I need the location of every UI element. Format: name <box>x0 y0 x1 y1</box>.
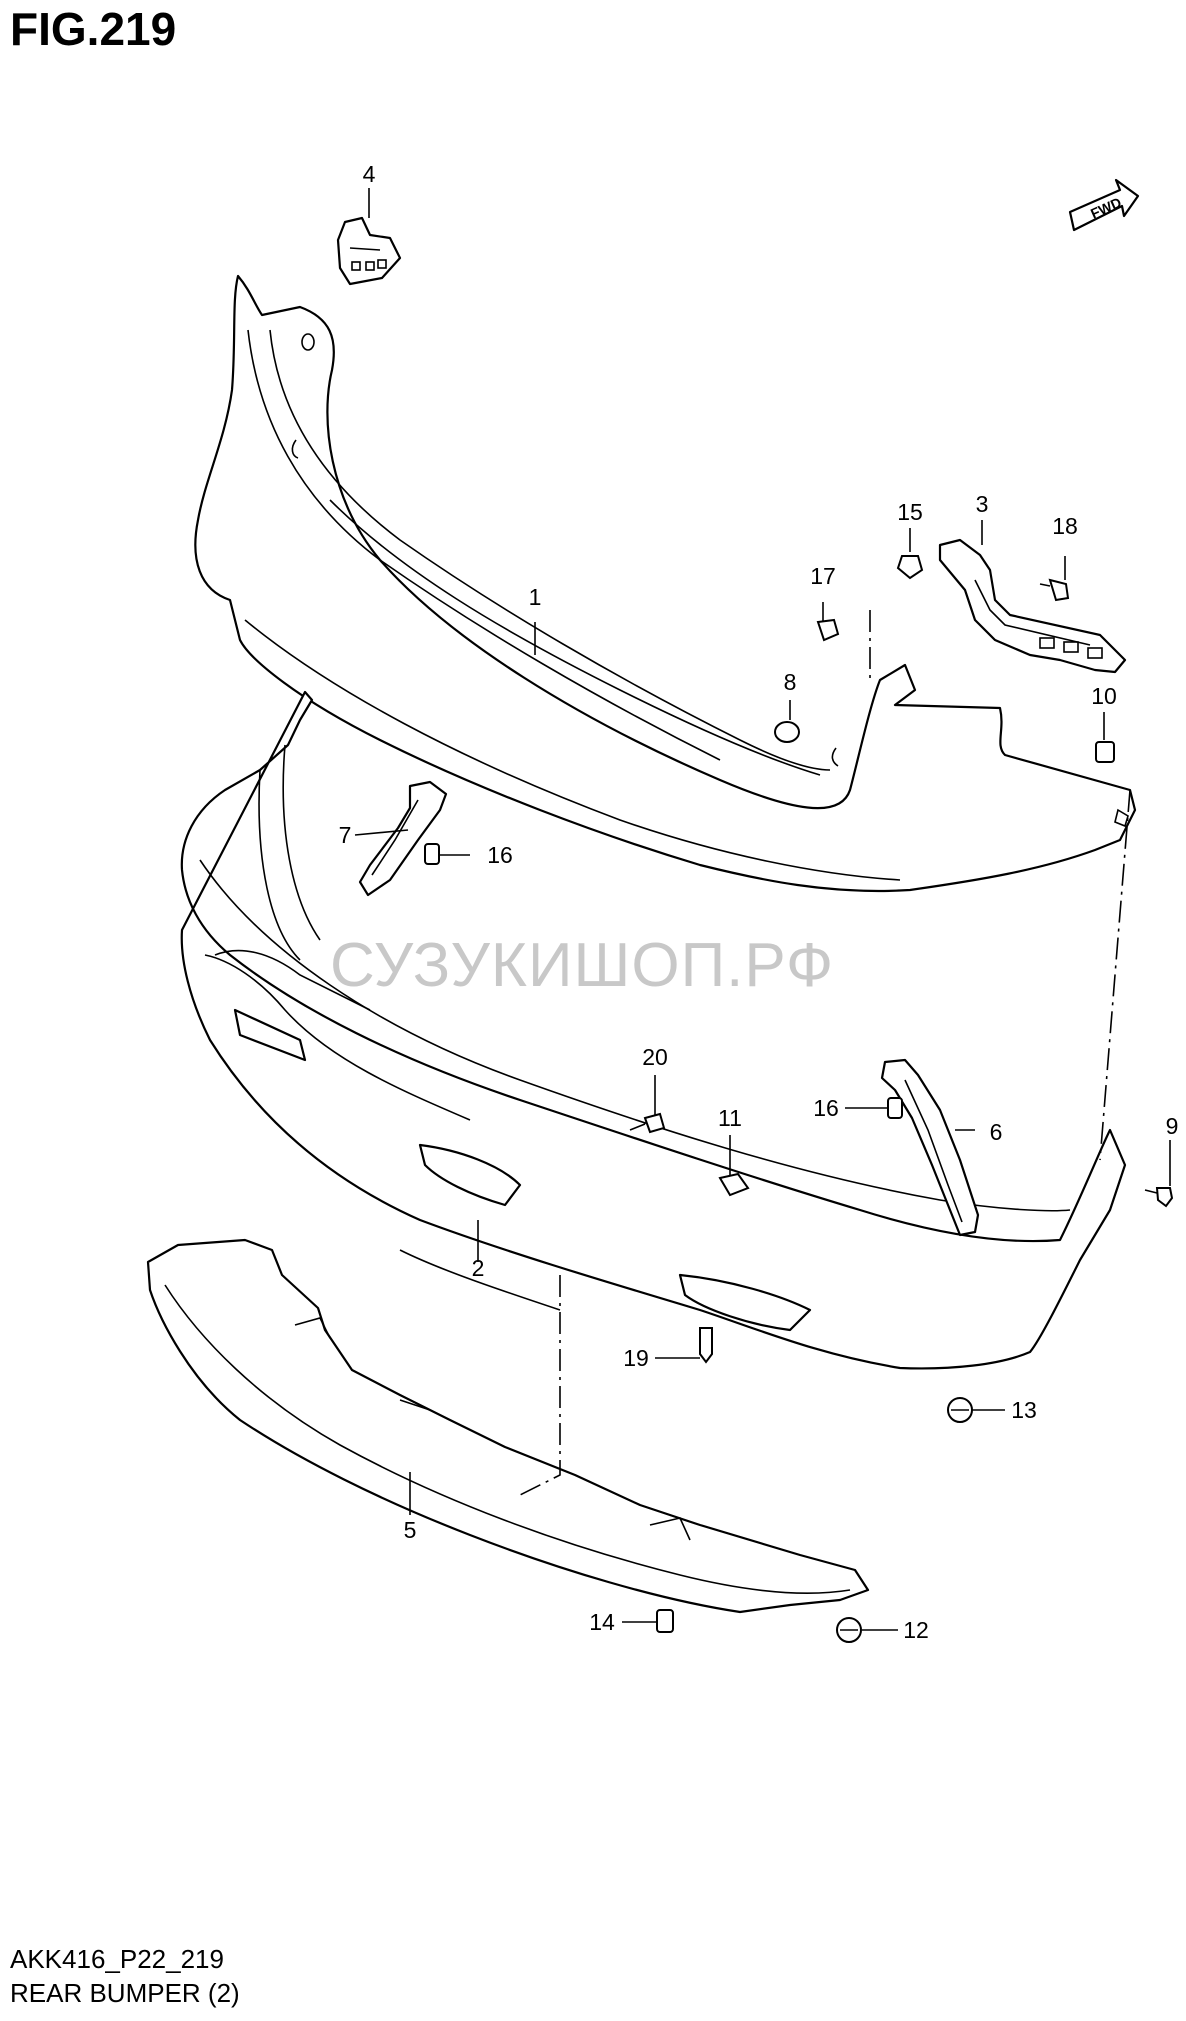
figure-caption: REAR BUMPER (2) <box>10 1978 240 2008</box>
callout-14: 14 <box>589 1609 615 1635</box>
part-7-left-stay[interactable] <box>358 780 448 897</box>
part-5-under-cover[interactable] <box>146 1238 870 1614</box>
part-16-bolt-left[interactable] <box>424 843 440 865</box>
part-10-nut[interactable] <box>1095 741 1115 763</box>
part-9-screw[interactable] <box>1144 1187 1174 1208</box>
part-8-plug[interactable] <box>774 721 800 743</box>
fwd-direction-arrow: FWD <box>1068 178 1140 232</box>
callout-9: 9 <box>1166 1113 1179 1139</box>
part-3-side-bracket[interactable] <box>938 538 1127 674</box>
figure-title: FIG.219 <box>10 3 177 55</box>
part-1-bumper-upper-cover[interactable] <box>194 274 1137 893</box>
part-20-screw[interactable] <box>629 1112 666 1134</box>
callout-1: 1 <box>529 584 542 610</box>
callout-5: 5 <box>404 1517 417 1543</box>
callout-labels: 4 1 3 15 18 17 8 10 7 16 20 16 11 6 9 2 … <box>339 161 1179 1643</box>
callout-12: 12 <box>903 1617 929 1643</box>
part-19-screw[interactable] <box>1039 578 1070 602</box>
callout-6: 6 <box>990 1119 1003 1145</box>
callout-15: 15 <box>897 499 923 525</box>
part-12-clip[interactable] <box>836 1617 862 1643</box>
part-13-clip[interactable] <box>947 1397 973 1423</box>
part-17-bolt[interactable] <box>816 618 840 642</box>
part-11-clip[interactable] <box>718 1172 750 1197</box>
callout-7: 7 <box>339 822 352 848</box>
part-6-right-stay[interactable] <box>880 1058 980 1237</box>
callout-19: 18 <box>1052 513 1078 539</box>
callout-3: 3 <box>976 491 989 517</box>
part-4-retainer[interactable] <box>336 216 402 286</box>
callout-16-left: 16 <box>487 842 513 868</box>
fwd-label: FWD <box>1088 194 1124 222</box>
callout-11: 11 <box>718 1105 742 1131</box>
part-14-bolt[interactable] <box>656 1609 674 1633</box>
callout-17: 17 <box>810 563 836 589</box>
callout-4: 4 <box>363 161 376 187</box>
callout-20: 20 <box>642 1044 668 1070</box>
figure-code: AKK416_P22_219 <box>10 1944 224 1974</box>
part-15-bolt[interactable] <box>896 555 924 580</box>
watermark: СУЗУКИШОП.РФ <box>330 931 835 1000</box>
part-2-bumper-lower-cover[interactable] <box>180 690 1127 1370</box>
callout-8: 8 <box>784 669 797 695</box>
callout-16-right: 16 <box>813 1095 839 1121</box>
callout-13: 13 <box>1011 1397 1037 1423</box>
alignment-lines <box>519 610 1131 1496</box>
callout-2: 2 <box>472 1255 485 1281</box>
part-18-screw[interactable] <box>699 1327 713 1364</box>
part-16-bolt-right[interactable] <box>887 1097 903 1119</box>
callout-18: 19 <box>623 1345 649 1371</box>
leader-lines <box>354 188 1171 1631</box>
callout-10: 10 <box>1091 683 1117 709</box>
